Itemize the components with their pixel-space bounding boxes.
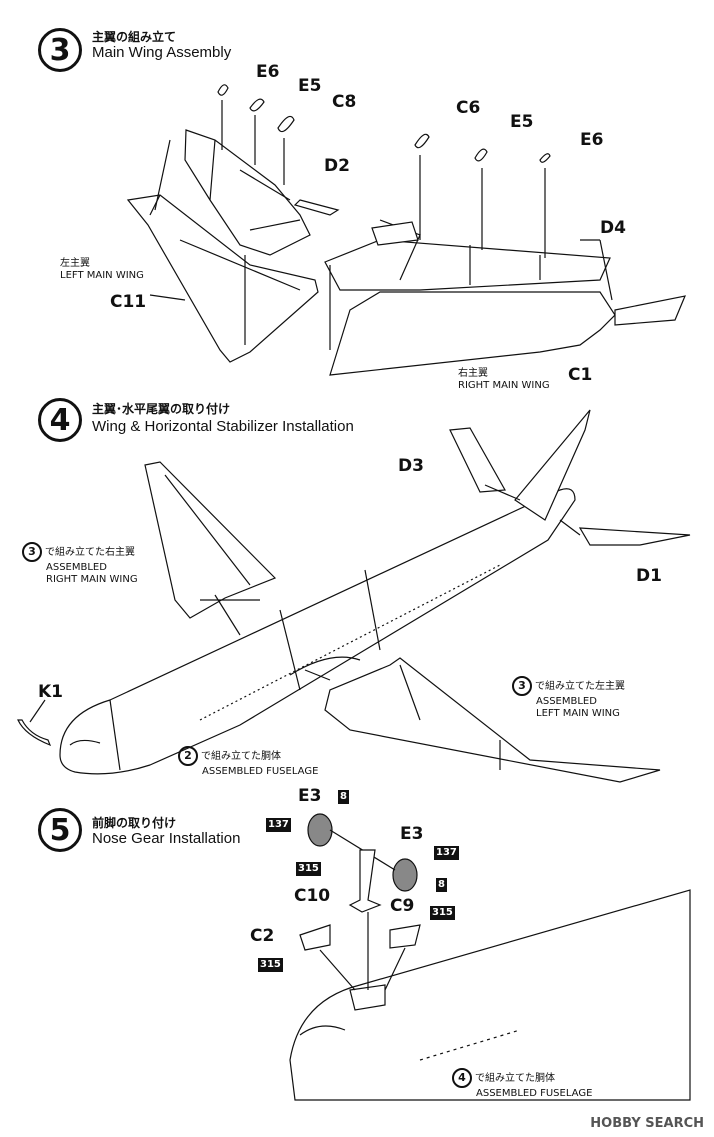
ref-right-wing-en2: RIGHT MAIN WING	[46, 574, 138, 585]
step-3-title-jp: 主翼の組み立て	[92, 30, 177, 44]
ref-step-badge: 3	[512, 676, 532, 696]
ref-fuselage-5-jp: で組み立てた胴体	[475, 1073, 555, 1084]
right-main-wing-drawing	[324, 133, 686, 376]
ref-step-badge: 3	[22, 542, 42, 562]
part-d1: D1	[636, 566, 662, 586]
part-d4: D4	[600, 218, 626, 238]
part-e5-right: E5	[510, 112, 534, 132]
step-4-title-en: Wing & Horizontal Stabilizer Installatio…	[92, 418, 354, 435]
paint-code-315-c10: 315	[296, 862, 321, 876]
ref-fuselage-en: ASSEMBLED FUSELAGE	[202, 766, 319, 777]
paint-code-137-right: 137	[434, 846, 459, 860]
step-5-title-jp: 前脚の取り付け	[92, 816, 177, 830]
part-e6-left: E6	[256, 62, 280, 82]
part-e3-right: E3	[400, 824, 424, 844]
step-3-title-en: Main Wing Assembly	[92, 44, 232, 61]
paint-code-8-right: 8	[436, 878, 447, 892]
step-number-5: 5	[38, 808, 82, 852]
part-c8: C8	[332, 92, 357, 112]
right-wing-label: 右主翼 RIGHT MAIN WING	[458, 368, 550, 392]
stabilizers-drawing	[449, 427, 691, 546]
part-c2: C2	[250, 926, 275, 946]
part-e3-left: E3	[298, 786, 322, 806]
watermark-logo: HOBBY SEARCH	[590, 1116, 704, 1131]
ref-left-wing-en1: ASSEMBLED	[536, 696, 597, 707]
part-c9: C9	[390, 896, 415, 916]
left-wing-label-jp: 左主翼	[60, 258, 90, 269]
paint-code-315-c9: 315	[430, 906, 455, 920]
part-d3: D3	[398, 456, 424, 476]
right-wing-label-jp: 右主翼	[458, 368, 488, 379]
nose-part-k1-drawing	[17, 699, 52, 747]
fuselage-drawing	[59, 409, 591, 775]
ref-right-wing-en1: ASSEMBLED	[46, 562, 107, 573]
step-number-3: 3	[38, 28, 82, 72]
ref-left-wing-jp: で組み立てた左主翼	[535, 681, 625, 692]
ref-step-badge: 4	[452, 1068, 472, 1088]
left-wing-label-en: LEFT MAIN WING	[60, 270, 144, 281]
left-main-wing-drawing	[126, 84, 340, 363]
part-e6-right: E6	[580, 130, 604, 150]
part-c10: C10	[294, 886, 331, 906]
step-number-4: 4	[38, 398, 82, 442]
part-e5-left: E5	[298, 76, 322, 96]
paint-code-137-left: 137	[266, 818, 291, 832]
paint-code-8-top: 8	[338, 790, 349, 804]
part-c6: C6	[456, 98, 481, 118]
ref-right-wing-jp: で組み立てた右主翼	[45, 547, 135, 558]
step-5-title-en: Nose Gear Installation	[92, 830, 241, 847]
ref-fuselage-jp: で組み立てた胴体	[201, 751, 281, 762]
nose-section-drawing	[289, 889, 691, 1101]
right-wing-assembled-drawing	[144, 461, 277, 636]
left-wing-label: 左主翼 LEFT MAIN WING	[60, 258, 144, 282]
ref-step-badge: 2	[178, 746, 198, 766]
nose-gear-parts-drawing	[299, 813, 421, 991]
paint-code-315-c2: 315	[258, 958, 283, 972]
part-c11: C11	[110, 292, 147, 312]
left-wing-assembled-drawing	[304, 657, 661, 783]
part-d2: D2	[324, 156, 350, 176]
right-wing-label-en: RIGHT MAIN WING	[458, 380, 550, 391]
part-c1: C1	[568, 365, 593, 385]
ref-fuselage-5-en: ASSEMBLED FUSELAGE	[476, 1088, 593, 1099]
part-k1: K1	[38, 682, 64, 702]
step-4-title-jp: 主翼･水平尾翼の取り付け	[92, 402, 231, 416]
ref-left-wing-en2: LEFT MAIN WING	[536, 708, 620, 719]
